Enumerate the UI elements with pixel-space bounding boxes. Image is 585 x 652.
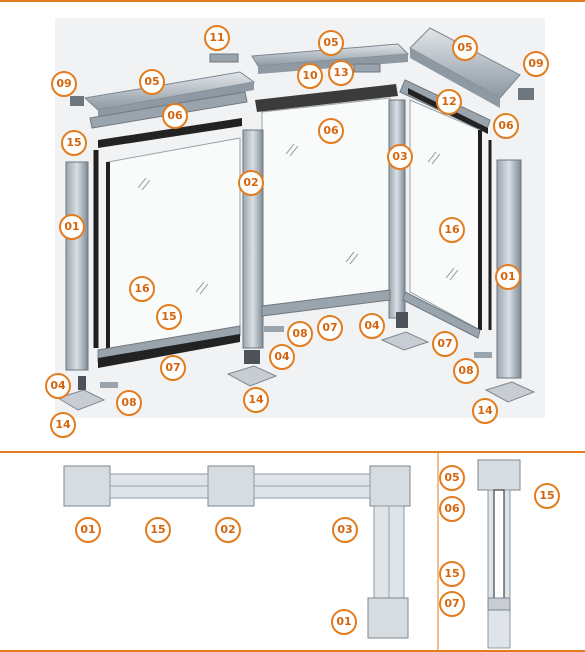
callout-15-top: 15 [61, 130, 87, 156]
callout-04-left: 04 [45, 373, 71, 399]
post-intermediate [242, 129, 264, 349]
callout-09-left: 09 [51, 71, 77, 97]
callout-08-right: 08 [453, 358, 479, 384]
callout-08-left: 08 [116, 390, 142, 416]
callout-13: 13 [328, 60, 354, 86]
callout-08-middle: 08 [287, 321, 313, 347]
clip-left [100, 382, 118, 388]
callout-01-right: 01 [495, 264, 521, 290]
connector-corner [353, 63, 381, 73]
callout-06-right: 06 [493, 113, 519, 139]
callout-03: 03 [387, 144, 413, 170]
middle-rule [0, 451, 585, 453]
callout-16-left: 16 [129, 276, 155, 302]
connector-top [209, 53, 239, 63]
glass-panel-right [409, 99, 481, 331]
bottom-rail-middle [261, 289, 391, 317]
floor-plate-middle [226, 365, 278, 387]
section-callout-06: 06 [439, 496, 465, 522]
callout-10: 10 [297, 63, 323, 89]
callout-04-corner: 04 [359, 313, 385, 339]
callout-16-right: 16 [439, 217, 465, 243]
callout-11: 11 [204, 25, 230, 51]
callout-05-right: 05 [452, 35, 478, 61]
end-cap-left [70, 96, 84, 106]
post-left-end [65, 161, 89, 371]
callout-09-right: 09 [523, 51, 549, 77]
clip-middle [264, 326, 284, 332]
callout-15-bottom: 15 [156, 304, 182, 330]
glass-reflections [137, 143, 459, 295]
bracket-left [78, 376, 86, 390]
section-run-horizontal [63, 465, 411, 507]
top-cap-right [409, 27, 521, 108]
top-cap-left [83, 71, 256, 118]
top-rule [0, 0, 585, 2]
callout-04-middle: 04 [269, 344, 295, 370]
section-callout-01-left: 01 [75, 517, 101, 543]
callout-01-left: 01 [59, 214, 85, 240]
bottom-rule [0, 650, 585, 652]
callout-06-middle: 06 [318, 118, 344, 144]
section-callout-15-lower: 15 [439, 561, 465, 587]
callout-06-left: 06 [162, 103, 188, 129]
post-corner [388, 99, 406, 319]
section-callout-05: 05 [439, 465, 465, 491]
section-callout-07: 07 [439, 591, 465, 617]
callout-05-left: 05 [139, 69, 165, 95]
section-callout-02: 02 [215, 517, 241, 543]
callout-14-right: 14 [472, 398, 498, 424]
floor-plate-right [484, 381, 536, 403]
callout-02: 02 [238, 170, 264, 196]
section-run-vertical [367, 505, 409, 639]
floor-plate-left [56, 389, 106, 411]
section-callout-03: 03 [332, 517, 358, 543]
section-vertical-profile [437, 452, 521, 652]
bracket-corner [396, 312, 408, 328]
callout-14-left: 14 [50, 412, 76, 438]
section-callout-15-right: 15 [534, 483, 560, 509]
callout-07-middle: 07 [317, 315, 343, 341]
bracket-middle [244, 350, 260, 364]
upper-gasket-left [98, 118, 242, 148]
upper-rail-middle [255, 84, 398, 112]
clip-right [474, 352, 492, 358]
callout-05-middle: 05 [318, 30, 344, 56]
end-cap-right [518, 88, 534, 100]
bottom-gasket-left [98, 334, 240, 368]
callout-14-middle: 14 [243, 387, 269, 413]
callout-12: 12 [436, 89, 462, 115]
callout-07-right: 07 [432, 331, 458, 357]
callout-07-left: 07 [160, 355, 186, 381]
section-callout-15-left: 15 [145, 517, 171, 543]
floor-plate-corner [380, 331, 430, 351]
bottom-rail-right [402, 291, 481, 339]
section-callout-01-bottom: 01 [331, 609, 357, 635]
